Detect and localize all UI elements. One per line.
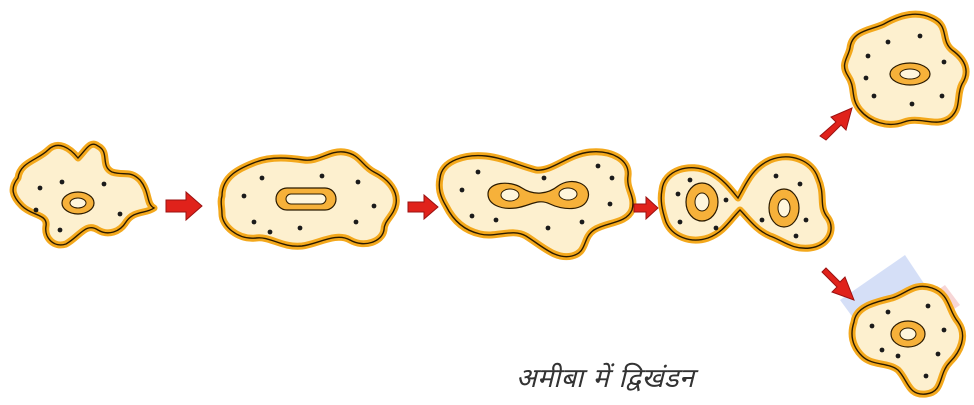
arrow-up-right bbox=[820, 108, 852, 140]
amoeba-stage-3 bbox=[439, 152, 633, 257]
daughter-amoeba-top bbox=[845, 14, 967, 124]
arrow-right-1 bbox=[166, 192, 202, 220]
arrow-down-right bbox=[822, 268, 854, 300]
arrow-right-2 bbox=[408, 195, 438, 219]
amoeba-stage-1 bbox=[13, 144, 154, 245]
caption: अमीबा में द्विखंडन bbox=[516, 358, 695, 395]
arrow-right-3 bbox=[634, 197, 658, 219]
daughter-amoeba-bottom bbox=[852, 286, 963, 394]
amoeba-stage-2 bbox=[221, 152, 396, 246]
amoeba-stage-4-dividing bbox=[661, 157, 831, 248]
